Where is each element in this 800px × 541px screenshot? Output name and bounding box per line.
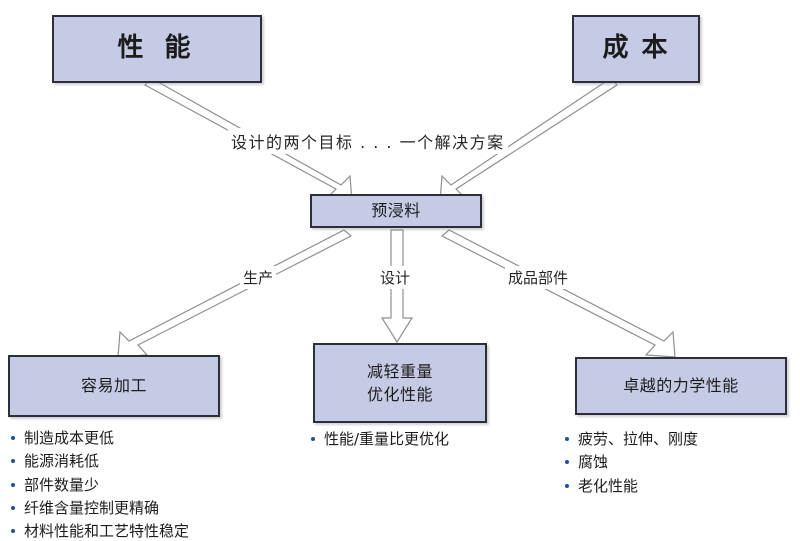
list-item: 老化性能 <box>562 475 698 498</box>
arrow-prepreg-to-easy-processing <box>117 229 353 358</box>
node-cost-label: 成 本 <box>602 33 670 64</box>
node-prepreg-label: 预浸料 <box>371 201 421 221</box>
node-mechanical-label: 卓越的力学性能 <box>623 376 739 396</box>
edge-label-design: 设计 <box>377 266 414 289</box>
bullet-list-mechanical: 疲劳、拉伸、刚度腐蚀老化性能 <box>562 428 698 498</box>
node-performance[interactable]: 性 能 <box>52 15 262 83</box>
node-prepreg[interactable]: 预浸料 <box>310 194 482 228</box>
list-item: 纤维含量控制更精确 <box>8 497 189 520</box>
node-easy-processing[interactable]: 容易加工 <box>8 355 220 417</box>
edge-label-finished-parts: 成品部件 <box>505 266 572 289</box>
list-item: 材料性能和工艺特性稳定 <box>8 520 189 541</box>
arrow-prepreg-to-mechanical <box>440 229 676 358</box>
node-light-weight-label-line2: 优化性能 <box>366 385 433 404</box>
list-item: 制造成本更低 <box>8 427 189 450</box>
node-cost[interactable]: 成 本 <box>572 15 700 83</box>
list-item: 性能/重量比更优化 <box>308 428 449 451</box>
bullet-list-light-weight: 性能/重量比更优化 <box>308 428 449 451</box>
node-easy-processing-label: 容易加工 <box>80 376 147 396</box>
list-item: 疲劳、拉伸、刚度 <box>562 428 698 451</box>
bullet-list-easy-processing: 制造成本更低能源消耗低部件数量少纤维含量控制更精确材料性能和工艺特性稳定 <box>8 427 189 541</box>
list-item: 能源消耗低 <box>8 450 189 473</box>
node-light-weight[interactable]: 减轻重量 优化性能 <box>313 343 487 423</box>
node-mechanical[interactable]: 卓越的力学性能 <box>575 357 787 415</box>
list-item: 部件数量少 <box>8 474 189 497</box>
edge-label-two-goals: 设计的两个目标 . . . 一个解决方案 <box>228 128 508 154</box>
arrow-cost-to-prepreg <box>439 77 618 203</box>
node-performance-label: 性 能 <box>117 33 197 64</box>
edge-label-production: 生产 <box>240 266 277 289</box>
node-light-weight-label-line1: 减轻重量 <box>366 361 433 381</box>
list-item: 腐蚀 <box>562 451 698 474</box>
